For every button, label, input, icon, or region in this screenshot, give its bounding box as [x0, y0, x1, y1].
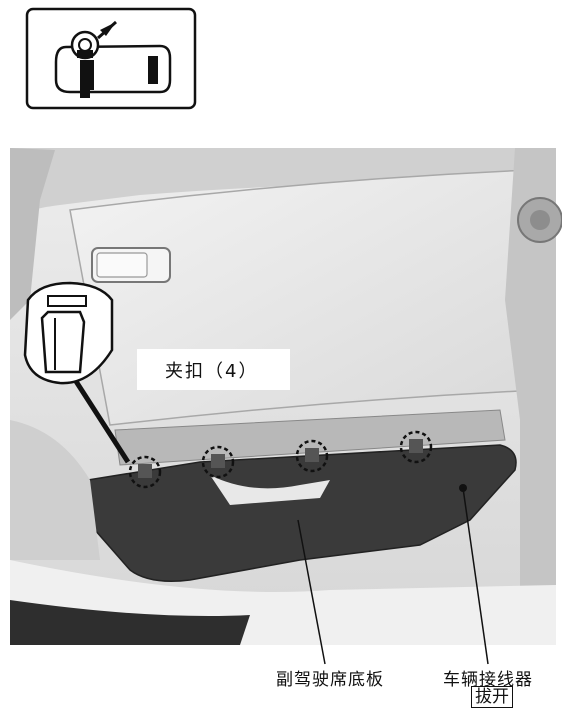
car-top-view-icon: [25, 7, 197, 110]
dashboard-photo: [10, 148, 562, 645]
clip-marker: [295, 439, 329, 473]
connector-label: 车辆接线器: [443, 670, 533, 690]
leader-line-connector: [462, 487, 489, 665]
lower-panel-shape: [87, 444, 517, 582]
driver-seat-icon: [148, 56, 158, 84]
clip-marker: [128, 455, 162, 489]
clip-detail-icon: [23, 281, 131, 464]
clip-callout: 夹扣（4）: [137, 349, 290, 390]
clip-marker: [399, 430, 433, 464]
lower-panel-label: 副驾驶席底板: [276, 670, 384, 690]
leader-line-panel: [297, 519, 326, 665]
clip-callout-label: 夹扣（4）: [165, 360, 259, 382]
location-arrow-icon: [97, 20, 117, 40]
clip-marker: [201, 445, 235, 479]
connector-action-label: 拔开: [471, 686, 513, 708]
